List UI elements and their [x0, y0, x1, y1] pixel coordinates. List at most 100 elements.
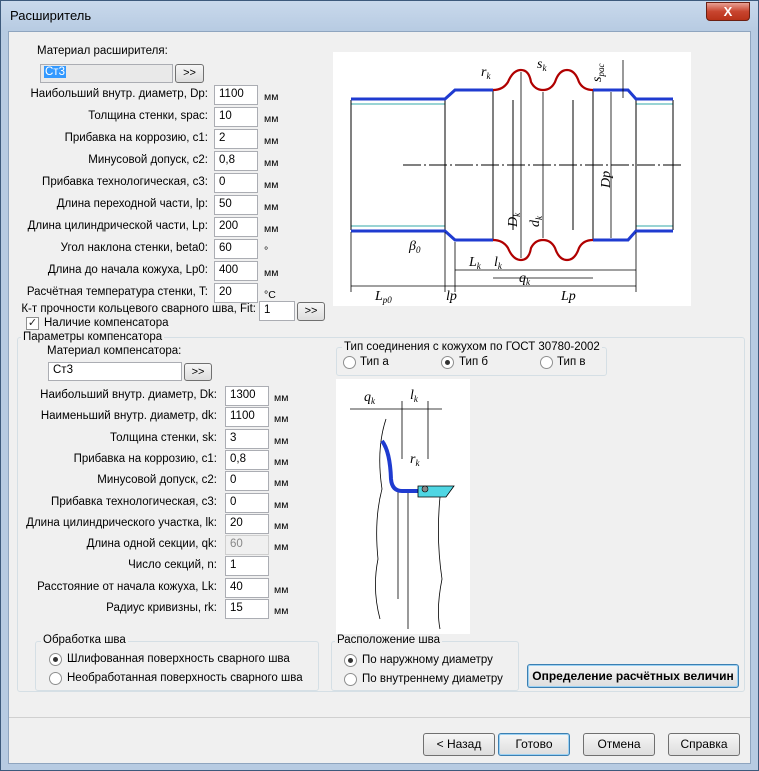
main-param-label: Длина до начала кожуха, Lp0: — [47, 264, 208, 276]
window-title: Расширитель — [10, 8, 92, 23]
main-param-field[interactable]: 0,8 — [214, 151, 258, 171]
compensator-param-field[interactable]: 1 — [225, 556, 269, 576]
radio-weld-ground[interactable] — [49, 653, 62, 666]
connection-type-label: Тип соединения с кожухом по ГОСТ 30780-2… — [342, 341, 602, 353]
compensator-param-field[interactable]: 1100 — [225, 407, 269, 427]
lk-upper-label: Lk — [468, 255, 482, 271]
compensator-param-unit: мм — [274, 541, 289, 553]
main-param-label: Минусовой допуск, c2: — [88, 154, 208, 166]
dp-label: Dp — [599, 171, 614, 189]
compensator-param-field: 60 — [225, 535, 269, 555]
radio-weld-raw[interactable] — [49, 672, 62, 685]
help-button[interactable]: Справка — [668, 733, 740, 756]
material-field[interactable]: Ст3 — [40, 64, 173, 83]
detail-qk-label: qk — [364, 390, 376, 406]
radio-weld-outer[interactable] — [344, 654, 357, 667]
compensator-material-browse-button[interactable]: >> — [184, 363, 212, 381]
main-param-field[interactable]: 2 — [214, 129, 258, 149]
main-param-unit: мм — [264, 135, 279, 147]
compensator-param-field[interactable]: 15 — [225, 599, 269, 619]
main-param-label: Расчётная температура стенки, T: — [26, 286, 208, 298]
cancel-button[interactable]: Отмена — [583, 733, 655, 756]
main-param-field[interactable]: 0 — [214, 173, 258, 193]
compensator-param-field[interactable]: 40 — [225, 578, 269, 598]
main-param-field[interactable]: 60 — [214, 239, 258, 259]
compensator-param-field[interactable]: 0,8 — [225, 450, 269, 470]
connection-detail-diagram: qk lk rk — [350, 388, 455, 630]
radio-type-v[interactable] — [540, 356, 553, 369]
detail-lk-label: lk — [410, 388, 419, 404]
main-param-label: Длина цилиндрической части, Lp: — [27, 220, 208, 232]
compensator-param-field[interactable]: 0 — [225, 493, 269, 513]
main-param-field[interactable]: 200 — [214, 217, 258, 237]
fit-label: К-т прочности кольцевого сварного шва, F… — [21, 303, 256, 315]
back-button-label: < Назад — [436, 737, 482, 751]
fit-field[interactable]: 1 — [259, 301, 295, 321]
main-param-field[interactable]: 20 — [214, 283, 258, 303]
compensator-checkbox-label: Наличие компенсатора — [44, 317, 169, 329]
compensator-param-label: Наибольший внутр. диаметр, Dk: — [40, 389, 217, 401]
radio-type-v-label: Тип в — [557, 356, 586, 368]
compensator-group — [17, 337, 745, 692]
main-param-label: Прибавка технологическая, c3: — [42, 176, 208, 188]
footer-separator — [9, 717, 750, 718]
weld-location-label: Расположение шва — [335, 634, 442, 646]
dialog-footer: < Назад Готово Отмена Справка — [9, 717, 750, 763]
rk-label: rk — [481, 65, 491, 81]
spac-label: spac — [590, 64, 606, 82]
main-param-field[interactable]: 50 — [214, 195, 258, 215]
compensator-material-label: Материал компенсатора: — [47, 345, 182, 357]
lp-large-label: Lp — [560, 289, 576, 304]
radio-type-b[interactable] — [441, 356, 454, 369]
radio-weld-inner-label: По внутреннему диаметру — [362, 673, 503, 685]
compensator-checkbox[interactable]: ✓ — [26, 317, 39, 330]
radio-type-a[interactable] — [343, 356, 356, 369]
compensator-param-label: Минусовой допуск, c2: — [97, 474, 217, 486]
compensator-param-label: Расстояние от начала кожуха, Lk: — [37, 581, 217, 593]
compensator-group-title: Параметры компенсатора — [21, 331, 165, 343]
calculate-values-button[interactable]: Определение расчётных величин — [527, 664, 739, 688]
main-param-label: Толщина стенки, spac: — [88, 110, 208, 122]
main-param-field[interactable]: 10 — [214, 107, 258, 127]
compensator-material-field[interactable]: Ст3 — [48, 362, 182, 381]
dk-inner-label: dk — [528, 215, 544, 227]
main-param-field[interactable]: 1100 — [214, 85, 258, 105]
main-param-unit: мм — [264, 157, 279, 169]
main-param-unit: мм — [264, 223, 279, 235]
compensator-param-label: Число секций, n: — [128, 559, 217, 571]
compensator-param-unit: мм — [274, 584, 289, 596]
compensator-param-label: Длина цилиндрического участка, lk: — [26, 517, 217, 529]
expander-diagram: rk sk spac Dp Dk dk β0 Lk lk qk Lp0 lp L… — [350, 57, 683, 305]
main-param-unit: мм — [264, 179, 279, 191]
compensator-param-label: Прибавка на коррозию, c1: — [73, 453, 217, 465]
main-param-unit: °C — [264, 289, 276, 301]
qk-label: qk — [519, 271, 531, 287]
beta-label: β0 — [408, 239, 421, 255]
lk-lower-label: lk — [494, 255, 503, 271]
radio-weld-inner[interactable] — [344, 673, 357, 686]
main-param-unit: ° — [264, 245, 269, 257]
main-param-unit: мм — [264, 267, 279, 279]
radio-type-a-label: Тип а — [360, 356, 389, 368]
fit-browse-button[interactable]: >> — [297, 302, 325, 321]
compensator-param-label: Толщина стенки, sk: — [110, 432, 217, 444]
back-button[interactable]: < Назад — [423, 733, 495, 756]
main-param-unit: мм — [264, 91, 279, 103]
main-param-unit: мм — [264, 201, 279, 213]
done-button[interactable]: Готово — [498, 733, 570, 756]
material-label: Материал расширителя: — [37, 45, 168, 57]
compensator-param-label: Прибавка технологическая, c3: — [51, 496, 217, 508]
compensator-param-unit: мм — [274, 605, 289, 617]
compensator-param-field[interactable]: 3 — [225, 429, 269, 449]
material-browse-button[interactable]: >> — [175, 64, 204, 83]
close-button[interactable]: X — [706, 2, 750, 21]
compensator-param-field[interactable]: 20 — [225, 514, 269, 534]
compensator-param-label: Радиус кривизны, rk: — [106, 602, 217, 614]
weld-treatment-label: Обработка шва — [41, 634, 128, 646]
compensator-param-field[interactable]: 0 — [225, 471, 269, 491]
main-param-field[interactable]: 400 — [214, 261, 258, 281]
compensator-param-unit: мм — [274, 499, 289, 511]
connection-detail-drawing: qk lk rk — [336, 379, 470, 634]
compensator-param-field[interactable]: 1300 — [225, 386, 269, 406]
